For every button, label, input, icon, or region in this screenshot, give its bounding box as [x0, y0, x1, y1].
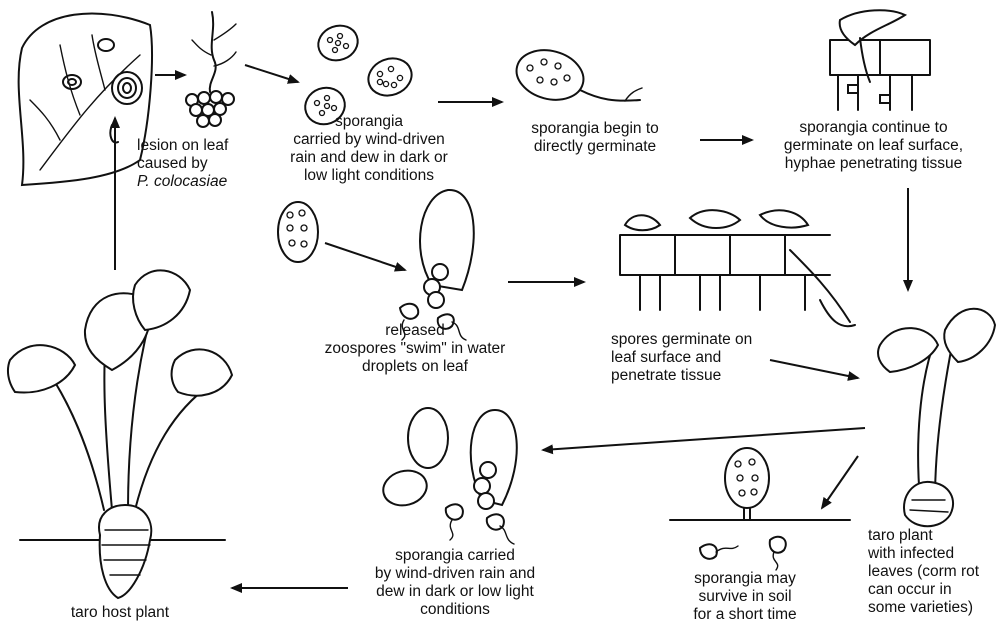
label-spores-germinate: spores germinate on leaf surface and pen… — [611, 331, 753, 384]
sporangium-zoospores-icon — [277, 201, 319, 263]
sporangiophore-icon — [185, 11, 237, 128]
label-taro-host: taro host plant — [70, 604, 170, 621]
penetrated-tissue-icon — [619, 209, 856, 328]
released-zoospores-icon — [398, 188, 475, 341]
infected-taro-plant-icon — [877, 307, 997, 528]
sporangia-dispersal-icon — [382, 407, 518, 545]
label-sporangia-carried: sporangia carried by wind-driven rain an… — [290, 113, 448, 184]
germinating-sporangium-icon — [515, 49, 643, 102]
infected-leaf-icon — [17, 12, 153, 187]
label-sporangia-carried-2: sporangia carried by wind-driven rain an… — [374, 547, 536, 618]
label-continue-germinate: sporangia continue to germinate on leaf … — [783, 119, 964, 172]
label-zoospores: released zoospores "swim" in water dropl… — [324, 322, 506, 375]
cycle-arrows — [110, 64, 913, 593]
label-soil-survival: sporangia may survive in soil for a shor… — [693, 570, 797, 623]
soil-sporangium-icon — [669, 447, 851, 571]
label-infected-taro: taro plant with infected leaves (corm ro… — [868, 527, 980, 616]
sporangia-icon — [304, 24, 413, 126]
label-lesion: lesion on leaf caused by P. colocasiae — [137, 137, 229, 190]
taro-host-plant-icon — [6, 269, 234, 600]
label-begin-germinate: sporangia begin to directly germinate — [531, 120, 659, 155]
leaf-tissue-icon — [829, 9, 931, 111]
